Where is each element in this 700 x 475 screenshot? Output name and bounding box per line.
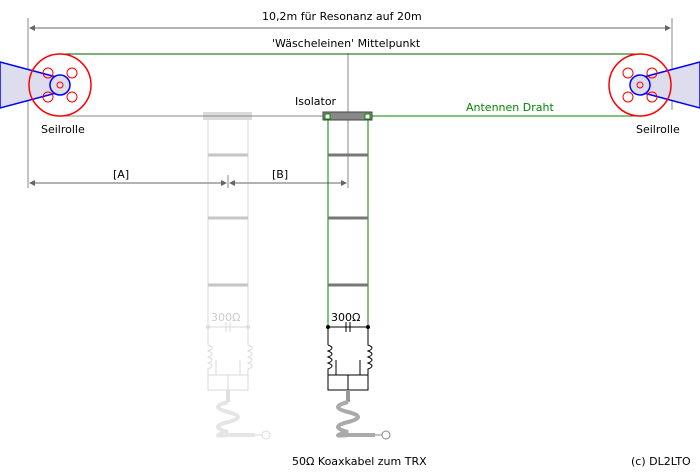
dim-b-label: [B] [272,168,289,181]
isolator-label: Isolator [295,95,337,108]
coax-label: 50Ω Koaxkabel zum TRX [292,455,427,468]
impedance-ghost-label: 300Ω [211,311,241,324]
impedance-label: 300Ω [331,311,361,324]
total-length-label: 10,2m für Resonanz auf 20m [262,10,422,23]
copyright: (c) DL2LTO [631,455,691,468]
isolator [322,111,373,121]
center-label: 'Wäscheleinen' Mittelpunkt [272,37,421,50]
dim-a-label: [A] [113,168,130,181]
pulley-right-label: Seilrolle [636,123,680,136]
antenna-wire-label: Antennen Draht [466,101,554,114]
pulley-left-label: Seilrolle [41,123,85,136]
balun-circuit [324,320,392,441]
